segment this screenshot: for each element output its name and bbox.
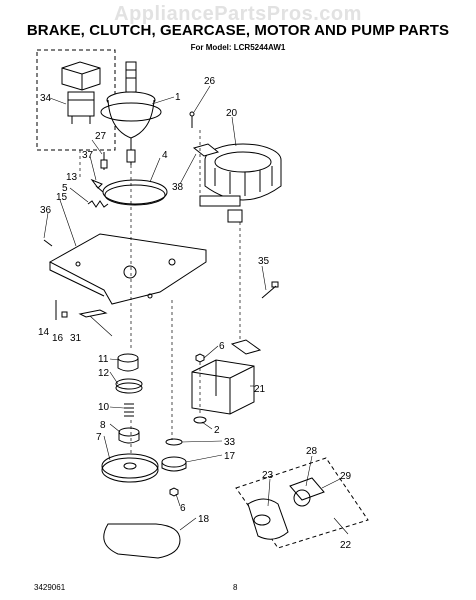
callout-20: 20 [226,108,238,119]
callout-36: 36 [40,205,52,216]
part-33-washer [165,438,183,446]
callout-15: 15 [56,192,68,203]
callout-22: 22 [340,540,352,551]
callout-11: 11 [98,354,109,365]
callout-27: 27 [95,131,107,142]
part-26-screw [189,111,195,128]
callout-16: 16 [52,333,64,344]
callout-23: 23 [262,470,274,481]
callout-10: 10 [98,402,110,413]
part-21-pump-bracket [191,339,262,415]
part-15-plate [48,233,207,305]
callout-21: 21 [254,384,266,395]
part-12-ring [115,378,143,394]
callout-6-upper: 6 [219,341,225,352]
part-34-switch [61,61,101,124]
part-28-29-motor [289,477,325,507]
part-11-bushing [117,353,139,372]
callout-14: 14 [38,327,50,338]
part-1-gearcase [100,61,162,165]
part-38-block [192,143,220,157]
callout-33: 33 [224,437,236,448]
callout-17: 17 [224,451,236,462]
callout-29: 29 [340,471,352,482]
callout-4: 4 [162,150,168,161]
callout-7: 7 [96,432,102,443]
callout-12: 12 [98,368,110,379]
callout-38: 38 [172,182,184,193]
callout-26: 26 [204,76,216,87]
callout-13: 13 [66,172,78,183]
part-10-spring [124,403,134,417]
part-7-pulley [101,453,159,483]
part-6-nut-upper [195,353,205,363]
callout-31: 31 [70,333,82,344]
callout-35: 35 [258,256,270,267]
part-5-spring [87,200,109,208]
callout-18: 18 [198,514,210,525]
model-subtitle: For Model: LCR5244AW1 [190,43,286,52]
callout-5: 5 [62,183,68,194]
doc-number: 3429061 [34,583,66,592]
part-6-nut-lower [169,487,179,497]
part-2-washer [193,416,207,424]
part-18-belt [103,523,181,559]
page-number: 8 [233,583,238,592]
callout-2: 2 [214,425,220,436]
part-31-strip [78,309,108,318]
part-17-cap [161,456,187,472]
part-36-bolt [43,239,53,247]
callout-34: 34 [40,93,52,104]
callout-6-lower: 6 [180,503,186,514]
part-37-clip [90,178,103,189]
callout-28: 28 [306,446,318,457]
watermark: AppliancePartsPros.com [114,3,362,25]
part-16-nut [61,311,68,318]
callout-labels: 34 1 26 27 37 13 4 20 5 38 36 15 35 14 1… [38,76,352,551]
callout-1: 1 [175,92,181,103]
part-35-bolt [261,281,279,299]
part-4-brake-band [95,179,168,206]
part-8-clutch [118,427,140,444]
page-title: BRAKE, CLUTCH, GEARCASE, MOTOR AND PUMP … [26,22,450,39]
callout-8: 8 [100,420,106,431]
callout-37: 37 [82,150,94,161]
part-27-rod [100,152,108,170]
part-20-motor [199,143,282,223]
part-23-pump [247,498,289,540]
